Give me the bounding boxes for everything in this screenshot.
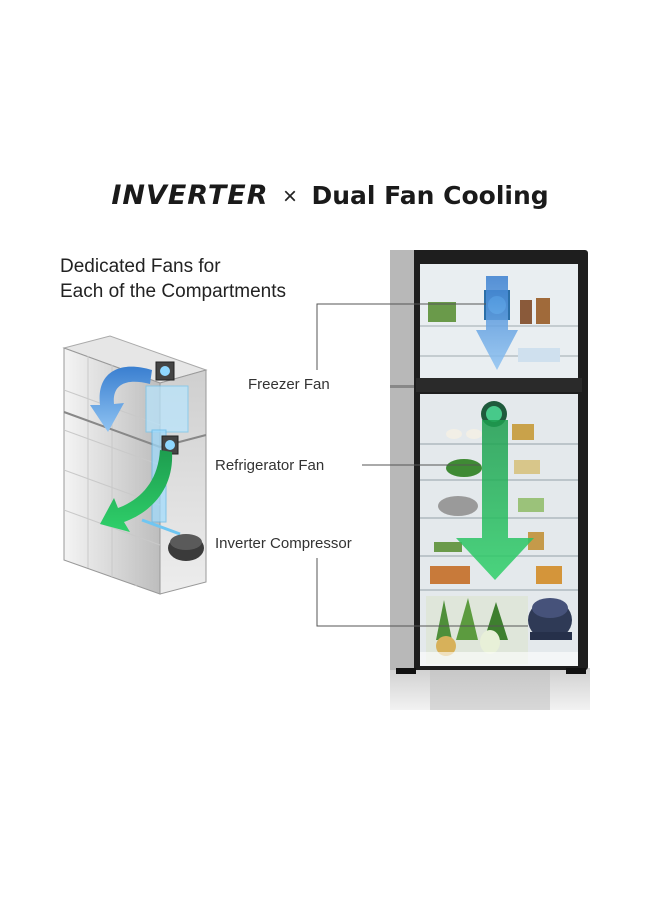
refrigerator-photo — [390, 250, 590, 710]
subtitle: Dedicated Fans for Each of the Compartme… — [60, 254, 286, 304]
subtitle-line-2: Each of the Compartments — [60, 281, 286, 302]
freezer-airflow-arrow-small — [90, 366, 152, 432]
leader-lines — [316, 303, 528, 627]
headline: INVERTER × Dual Fan Cooling — [0, 180, 660, 211]
refrigerator-fan-label: Refrigerator Fan — [215, 457, 325, 474]
freezer-airflow-arrow — [476, 276, 518, 370]
cutaway-fridge-diagram — [62, 335, 208, 595]
headline-rest: Dual Fan Cooling — [311, 181, 549, 210]
headline-separator: × — [282, 183, 297, 210]
subtitle-line-1: Dedicated Fans for — [60, 256, 221, 277]
freezer-fan-label: Freezer Fan — [248, 376, 330, 393]
refrigerator-airflow-arrow — [456, 420, 534, 580]
headline-brand: INVERTER — [111, 180, 269, 211]
inverter-compressor-icon — [528, 598, 572, 640]
freezer-fan-leader — [316, 303, 486, 370]
compressor-leader — [316, 558, 528, 627]
refrigerator-airflow-arrow-small — [100, 450, 173, 532]
inverter-compressor-label: Inverter Compressor — [215, 535, 352, 552]
